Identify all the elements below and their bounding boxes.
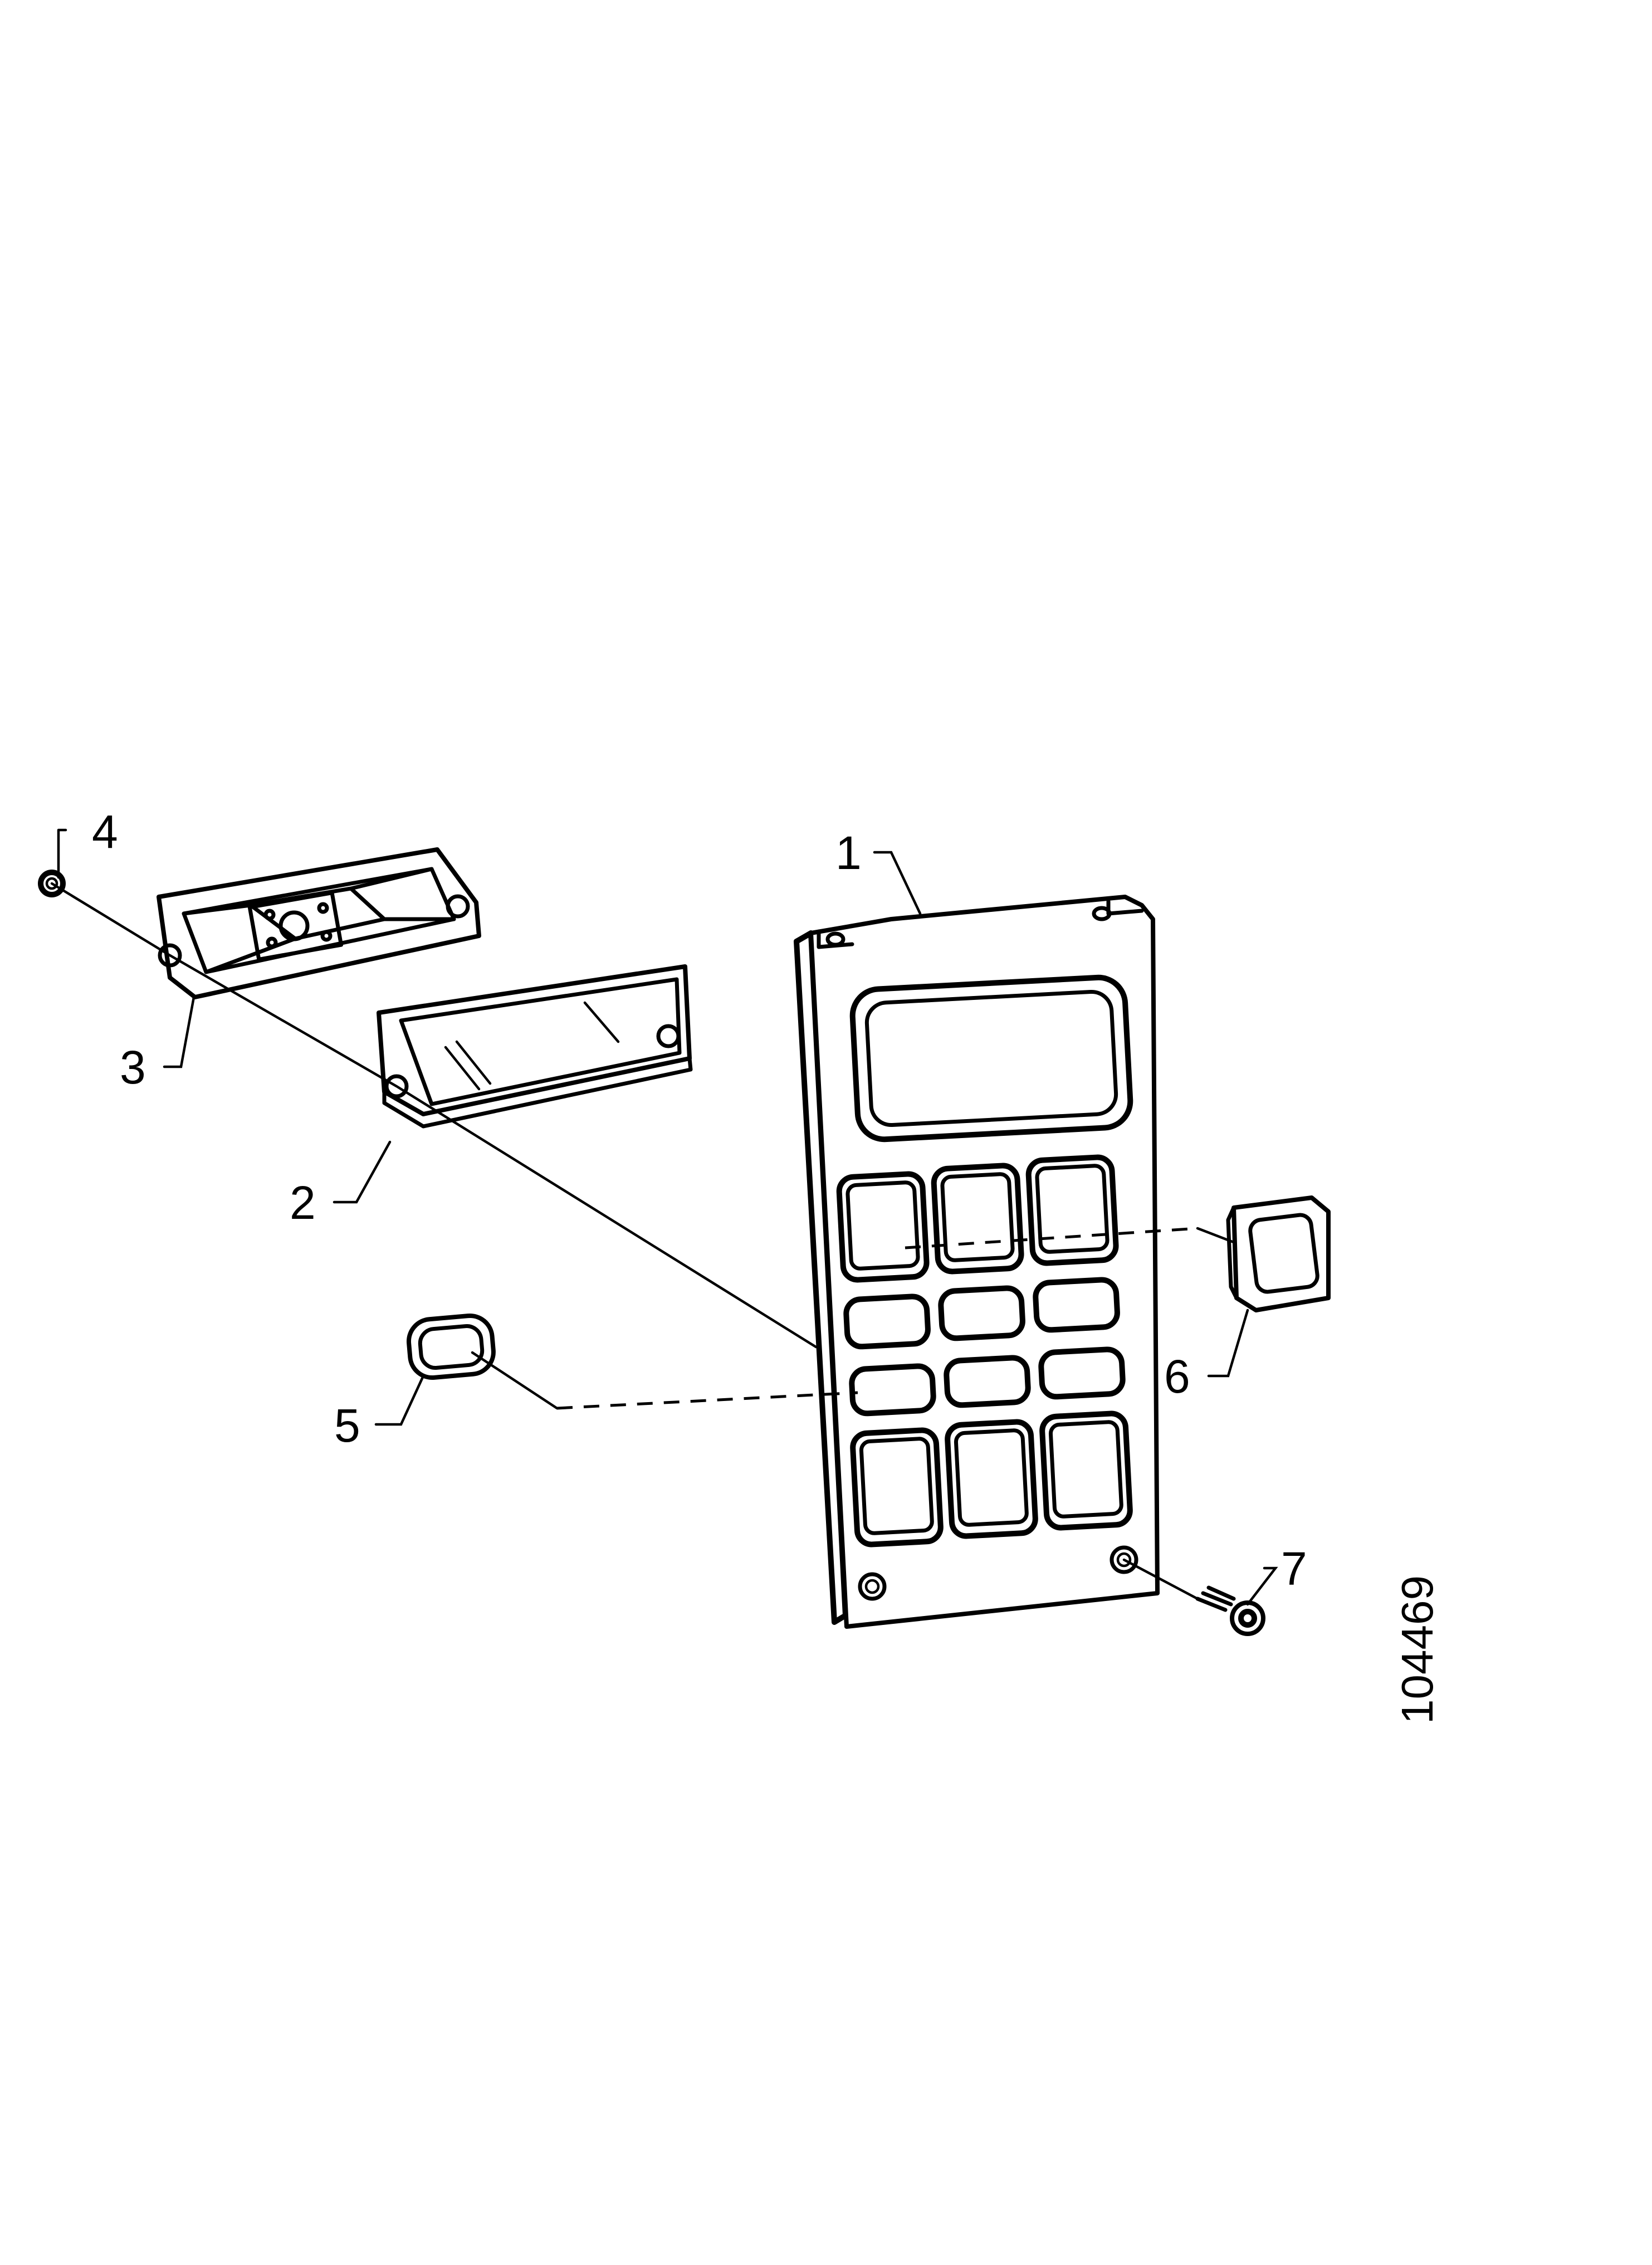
part-5-blanking-plug xyxy=(407,1313,496,1380)
callout-2: 2 xyxy=(290,1177,316,1229)
callout-3: 3 xyxy=(120,1041,146,1094)
part-6-switch xyxy=(1226,1195,1331,1312)
part-2-lens xyxy=(377,964,693,1129)
callout-5: 5 xyxy=(334,1399,360,1452)
switch-openings-row-4 xyxy=(850,1410,1133,1548)
part-7-screw xyxy=(1195,1585,1265,1636)
assembly-lines xyxy=(50,882,1235,1600)
switch-openings-row-1 xyxy=(836,1154,1119,1283)
callout-7: 7 xyxy=(1281,1542,1307,1595)
part-1-switch-panel xyxy=(794,895,1160,1629)
switch-openings-row-2 xyxy=(843,1277,1120,1350)
callout-4: 4 xyxy=(92,806,118,858)
drawing-number: 104469 xyxy=(1392,1575,1442,1724)
part-3-lamp-housing xyxy=(157,847,481,999)
callout-1: 1 xyxy=(835,827,862,879)
leader-lines xyxy=(57,828,1278,1606)
part-4-clip xyxy=(38,870,66,897)
callout-6: 6 xyxy=(1164,1350,1190,1403)
